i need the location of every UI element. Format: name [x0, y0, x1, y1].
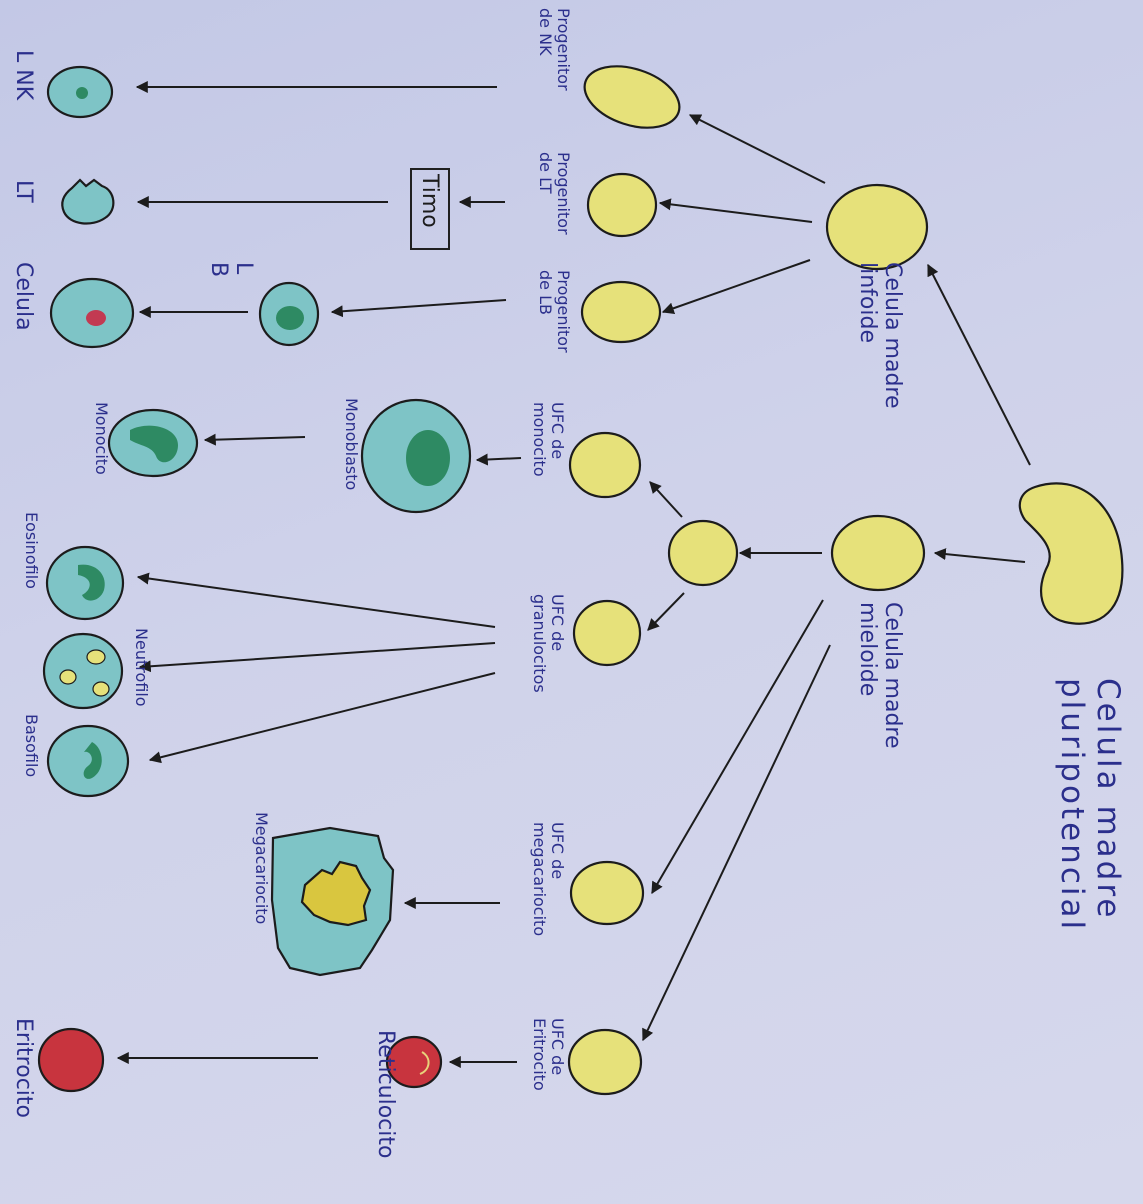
pluripotent-stem-cell [1018, 482, 1124, 625]
monoblasto-nucleus [406, 430, 450, 486]
lnk-label: L NK [11, 50, 36, 101]
neutrofilo-lobe-3 [92, 681, 110, 697]
lb-label: L B [205, 262, 256, 278]
arrow-linfoide-to-proglb [661, 259, 811, 315]
myeloid-stem-cell [830, 514, 926, 592]
arrow-ufcgran-to-neutrofilo [138, 642, 496, 673]
linfoide-label: Celula madre linfoide [854, 262, 905, 409]
monoblasto-label: Monoblasto [342, 398, 361, 491]
basofilo-label: Basofilo [22, 714, 41, 778]
reticulocito-granule [419, 1051, 430, 1075]
ufc-monocito-label: UFC de monocito [529, 402, 567, 477]
ufc-granulocitos-cell [572, 599, 642, 667]
megacariocito-label: Megacariocito [252, 812, 271, 925]
prog-nk-label: Progenitor de NK [535, 8, 573, 91]
arrow-linfoide-to-proglt [658, 198, 813, 223]
neutrofilo-lobe-2 [86, 649, 106, 665]
cfu-gm-cell [667, 519, 739, 587]
ufc-megacariocito-label: UFC de megacariocito [529, 822, 567, 937]
progenitor-cells [567, 65, 1124, 1096]
timo-box [410, 168, 450, 250]
plasma-nucleus [86, 310, 106, 326]
eritrocito-cell [37, 1027, 105, 1093]
basofilo-nucleus [83, 742, 102, 779]
arrow-proglb-to-lb [330, 299, 507, 318]
mieloide-label: Celula madre mieloide [854, 602, 905, 749]
nk-progenitor-cell [583, 65, 681, 129]
celula-label: Celula [11, 262, 36, 331]
arrow-ufcmono-to-monoblasto [475, 453, 522, 466]
neutrofilo-label: Neutrofilo [132, 628, 151, 707]
reticulocito-cell [385, 1035, 443, 1089]
arrow-monoblasto-to-monocito [203, 433, 306, 446]
arrows [116, 81, 1031, 1068]
eosinofilo-nucleus [78, 564, 105, 601]
lymphoid-stem-cell [825, 183, 929, 271]
arrow-pluri-to-mieloide [933, 548, 1026, 563]
lb-progenitor-cell [580, 280, 662, 344]
timo-label: Timo [417, 174, 442, 228]
eosinofilo-cell [45, 545, 125, 621]
arrow-cfu-to-ufcgran [647, 592, 685, 631]
neutrofilo-cell [42, 632, 124, 710]
monocito-label: Monocito [92, 402, 111, 475]
lt-progenitor-cell [586, 172, 658, 238]
neutrofilo-lobe-1 [59, 669, 77, 685]
eosinofilo-label: Eosinofilo [22, 512, 41, 589]
megacariocito-nucleus [300, 860, 372, 927]
lt-label: LT [11, 180, 36, 203]
lt-cell [61, 178, 115, 225]
basofilo-cell [46, 724, 130, 798]
ufc-monocito-cell [568, 431, 642, 499]
arrow-ufcgran-to-eosinofilo [136, 572, 496, 628]
arrow-ufcgran-to-basofilo [148, 672, 496, 764]
arrow-cfu-to-ufcmono [649, 481, 683, 518]
arrow-mieloide-to-ufcmega [651, 599, 824, 895]
eritrocito-label: Eritrocito [11, 1018, 36, 1118]
title-label: Celula madre pluripotencial [1054, 678, 1126, 933]
lb-nucleus [276, 306, 304, 330]
arrow-pluri-to-linfoide [927, 263, 1031, 466]
mature-cells [37, 65, 472, 1093]
prog-lb-label: Progenitor de LB [535, 270, 573, 353]
prog-lt-label: Progenitor de LT [535, 152, 573, 235]
arrow-linfoide-to-prognk [688, 114, 826, 184]
ufc-eritrocito-cell [567, 1028, 643, 1096]
ufc-megacariocito-cell [569, 860, 645, 926]
monocito-nucleus [130, 425, 178, 463]
arrow-mieloide-to-ufceritro [642, 644, 831, 1042]
lnk-nucleus [76, 87, 88, 99]
reticulocito-label: Reticulocito [373, 1030, 398, 1159]
ufc-granulocitos-label: UFC de granulocitos [529, 594, 567, 693]
ufc-eritrocito-label: UFC de Eritrocito [529, 1018, 567, 1091]
